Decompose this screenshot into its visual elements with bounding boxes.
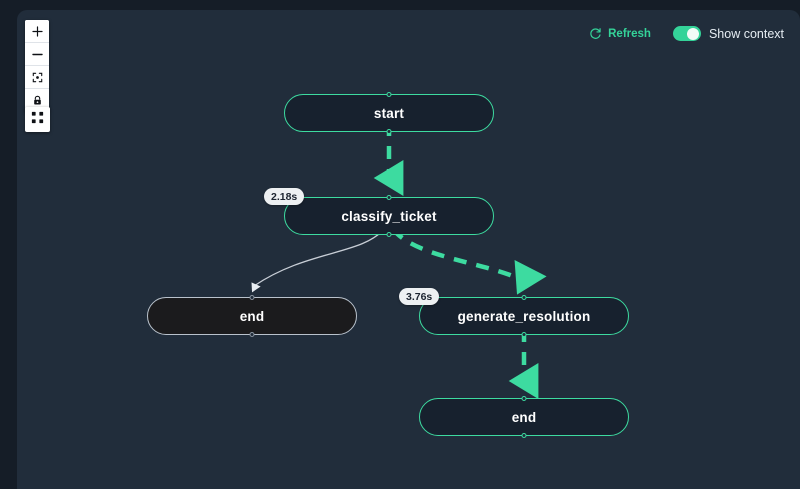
node-generate_resolution[interactable]: generate_resolution bbox=[419, 295, 629, 337]
refresh-label: Refresh bbox=[608, 27, 651, 40]
graph-edges bbox=[251, 123, 547, 399]
fit-view-button[interactable] bbox=[25, 66, 49, 89]
edge-classify-to-generate bbox=[391, 227, 547, 295]
node-handle-top[interactable] bbox=[386, 92, 392, 97]
minimap-toggle-button[interactable] bbox=[25, 107, 50, 132]
show-context-label: Show context bbox=[708, 26, 784, 41]
flow-canvas[interactable]: Refresh Show context bbox=[17, 10, 800, 489]
duration-badge-classify_ticket: 2.18s bbox=[264, 188, 305, 205]
node-handle-bottom[interactable] bbox=[249, 332, 255, 337]
node-label: end bbox=[511, 409, 537, 425]
node-end_bottom[interactable]: end bbox=[419, 396, 629, 438]
node-handle-top[interactable] bbox=[249, 295, 255, 300]
node-handle-top[interactable] bbox=[521, 396, 527, 401]
plus-icon bbox=[31, 25, 43, 37]
node-label: classify_ticket bbox=[341, 208, 437, 224]
refresh-button[interactable]: Refresh bbox=[589, 27, 651, 40]
minimap-expand-icon bbox=[30, 110, 45, 130]
refresh-circular-arrow-icon bbox=[589, 27, 602, 40]
node-end_left[interactable]: end bbox=[147, 295, 357, 337]
canvas-toolbar: Refresh Show context bbox=[589, 26, 784, 41]
show-context-switch[interactable] bbox=[672, 26, 701, 41]
toggle-knob bbox=[687, 27, 700, 40]
zoom-in-button[interactable] bbox=[25, 20, 49, 43]
edge-classify-to-end-left bbox=[251, 228, 385, 293]
lock-icon bbox=[32, 95, 43, 106]
zoom-controls-panel bbox=[25, 20, 49, 112]
node-start[interactable]: start bbox=[284, 92, 494, 134]
show-context-toggle[interactable]: Show context bbox=[672, 26, 784, 41]
graph-container: start classify_ticket 2.18s end generate_res… bbox=[17, 10, 800, 489]
node-handle-bottom[interactable] bbox=[386, 129, 392, 134]
node-label: generate_resolution bbox=[457, 308, 591, 324]
node-handle-bottom[interactable] bbox=[386, 232, 392, 237]
node-handle-bottom[interactable] bbox=[521, 332, 527, 337]
zoom-out-button[interactable] bbox=[25, 43, 49, 66]
fit-view-icon bbox=[32, 72, 43, 83]
node-classify_ticket[interactable]: classify_ticket bbox=[284, 195, 494, 237]
minus-icon bbox=[31, 49, 43, 60]
lock-button[interactable] bbox=[25, 89, 49, 112]
node-handle-bottom[interactable] bbox=[521, 433, 527, 438]
node-handle-top[interactable] bbox=[386, 195, 392, 200]
node-label: start bbox=[373, 105, 405, 121]
node-handle-top[interactable] bbox=[521, 295, 527, 300]
node-label: end bbox=[239, 308, 265, 324]
duration-badge-generate_resolution: 3.76s bbox=[399, 288, 440, 305]
